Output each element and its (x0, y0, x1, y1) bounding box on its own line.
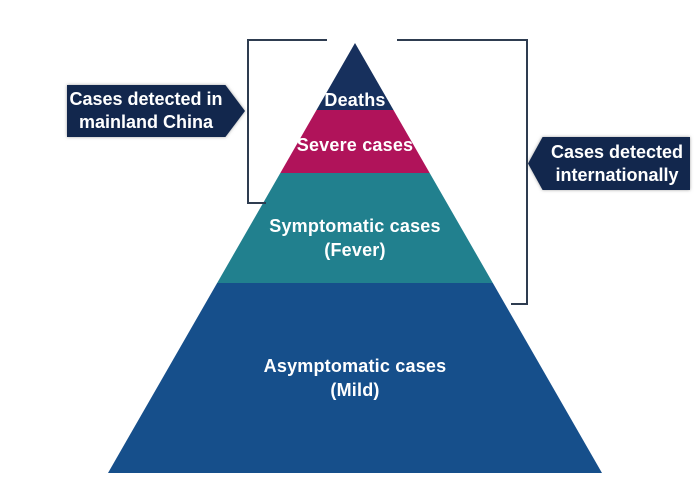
callout-left-arrow-shape: Cases detected in mainland China (67, 85, 245, 137)
callout-right-arrow-shape: Cases detected internationally (528, 137, 690, 190)
left-bracket-top-line (247, 39, 327, 41)
left-bracket-bottom-line (247, 202, 266, 204)
pyramid-label-asymptomatic-line2: (Mild) (330, 380, 380, 400)
pyramid-label-deaths: Deaths (324, 90, 386, 110)
pyramid-label-asymptomatic-cases: Asymptomatic cases (Mild) (155, 354, 555, 402)
callout-right-line2: internationally (555, 164, 679, 185)
pyramid-label-symptomatic-cases: Symptomatic cases (Fever) (155, 214, 555, 262)
pyramid-label-symptomatic-line1: Symptomatic cases (269, 216, 441, 236)
callout-left-line1: Cases detected in (69, 89, 223, 109)
callout-cases-detected-mainland-china: Cases detected in mainland China (67, 85, 245, 137)
right-bracket-top-line (397, 39, 528, 41)
pyramid-label-asymptomatic-line1: Asymptomatic cases (263, 356, 447, 376)
callout-left-line2: mainland China (78, 112, 213, 132)
right-bracket-bottom-line (511, 303, 528, 305)
pyramid-label-severe-cases: Severe cases (296, 135, 414, 155)
callout-right-line1: Cases detected (550, 141, 684, 162)
pyramid-label-symptomatic-line2: (Fever) (324, 240, 386, 260)
callout-cases-detected-internationally: Cases detected internationally (528, 137, 690, 190)
right-bracket-vertical-line (526, 39, 528, 305)
left-bracket-vertical-line (247, 39, 249, 204)
